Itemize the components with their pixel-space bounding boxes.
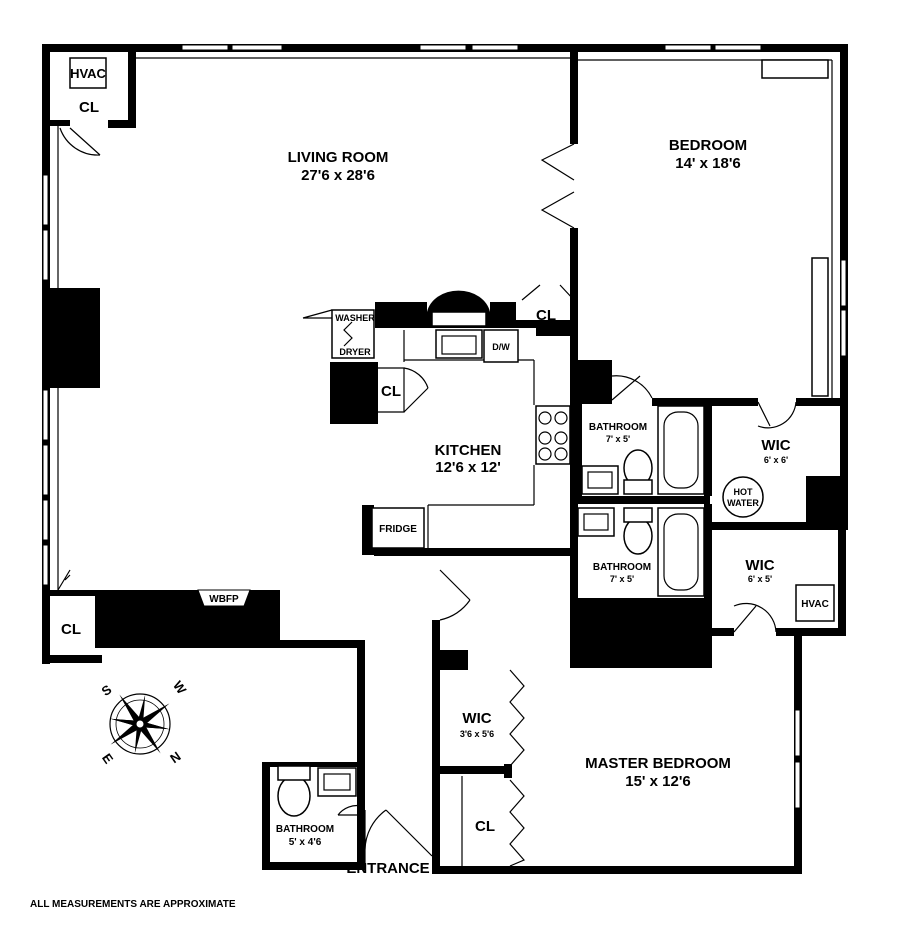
kitchen-closet: [378, 367, 429, 413]
dishwasher: [483, 329, 519, 363]
bedroom-size: 14' x 18'6: [675, 155, 741, 172]
compass-n: N: [167, 748, 183, 766]
bathroom-b: [570, 504, 712, 608]
fireplace-label: WBFP: [209, 594, 239, 605]
living-room-size: 27'6 x 28'6: [301, 167, 375, 184]
wic-a: [712, 398, 846, 530]
fridge: [371, 507, 425, 549]
bathroom-a-name: BATHROOM: [589, 422, 647, 433]
bathroom-c-size: 5' x 4'6: [289, 837, 322, 848]
master-bedroom-walls: [432, 569, 525, 870]
closet-label-bottomleft: CL: [61, 621, 81, 638]
hvac-closet-topleft: [50, 52, 136, 156]
hot-water-label-1: HOT: [734, 487, 754, 497]
wic-b: [712, 584, 846, 636]
compass-s: S: [99, 681, 115, 698]
kitchen-name: KITCHEN: [435, 442, 502, 459]
bathroom-a: [576, 360, 712, 504]
bathroom-b-name: BATHROOM: [593, 562, 651, 573]
master-bedroom-name: MASTER BEDROOM: [585, 755, 731, 772]
closet-label-kitchen: CL: [381, 383, 401, 400]
compass-rose: [109, 693, 171, 755]
bedroom-radiator: [811, 257, 829, 397]
bedroom-wall: [540, 44, 578, 608]
closet-bottomleft: [50, 569, 95, 596]
closet-bedroom: [516, 284, 575, 328]
stove: [535, 405, 571, 465]
fireplace: [95, 589, 280, 642]
bathroom-a-size: 7' x 5': [606, 434, 630, 444]
wic-c-name: WIC: [462, 710, 491, 727]
washer-dryer: [302, 309, 375, 359]
master-bedroom-size: 15' x 12'6: [625, 773, 691, 790]
bedroom-shelf: [761, 59, 829, 79]
shaft-block: [570, 604, 712, 668]
kitchen-size: 12'6 x 12': [435, 459, 501, 476]
hot-water-label-2: WATER: [727, 498, 759, 508]
bathroom-c-name: BATHROOM: [276, 824, 334, 835]
bathroom-c: [277, 765, 363, 817]
living-room-name: LIVING ROOM: [288, 149, 389, 166]
footnote: ALL MEASUREMENTS ARE APPROXIMATE: [30, 899, 236, 910]
closet-label-bedroom: CL: [536, 307, 556, 324]
compass-e: E: [99, 751, 116, 767]
closet-label-master: CL: [475, 818, 495, 835]
bedroom-name: BEDROOM: [669, 137, 747, 154]
wic-a-size: 6' x 6': [764, 455, 788, 465]
wic-a-name: WIC: [761, 437, 790, 454]
closet-label-topleft: CL: [79, 99, 99, 116]
column: [50, 288, 100, 388]
wic-c-size: 3'6 x 5'6: [460, 729, 494, 739]
hvac-label-topleft: HVAC: [70, 66, 106, 81]
bathroom-b-size: 7' x 5': [610, 574, 634, 584]
dishwasher-label: D/W: [492, 342, 510, 352]
compass-w: W: [170, 678, 190, 697]
kitchen-sink: [435, 329, 483, 359]
kitchen-walls: [330, 290, 576, 556]
dryer-label: DRYER: [339, 347, 371, 357]
hvac-label-wic: HVAC: [801, 599, 829, 610]
wic-b-name: WIC: [745, 557, 774, 574]
wic-b-size: 6' x 5': [748, 574, 772, 584]
washer-label: WASHER: [335, 313, 375, 323]
entrance-label: ENTRANCE: [346, 860, 429, 877]
fridge-label: FRIDGE: [379, 524, 417, 535]
entrance-door: [364, 809, 433, 870]
